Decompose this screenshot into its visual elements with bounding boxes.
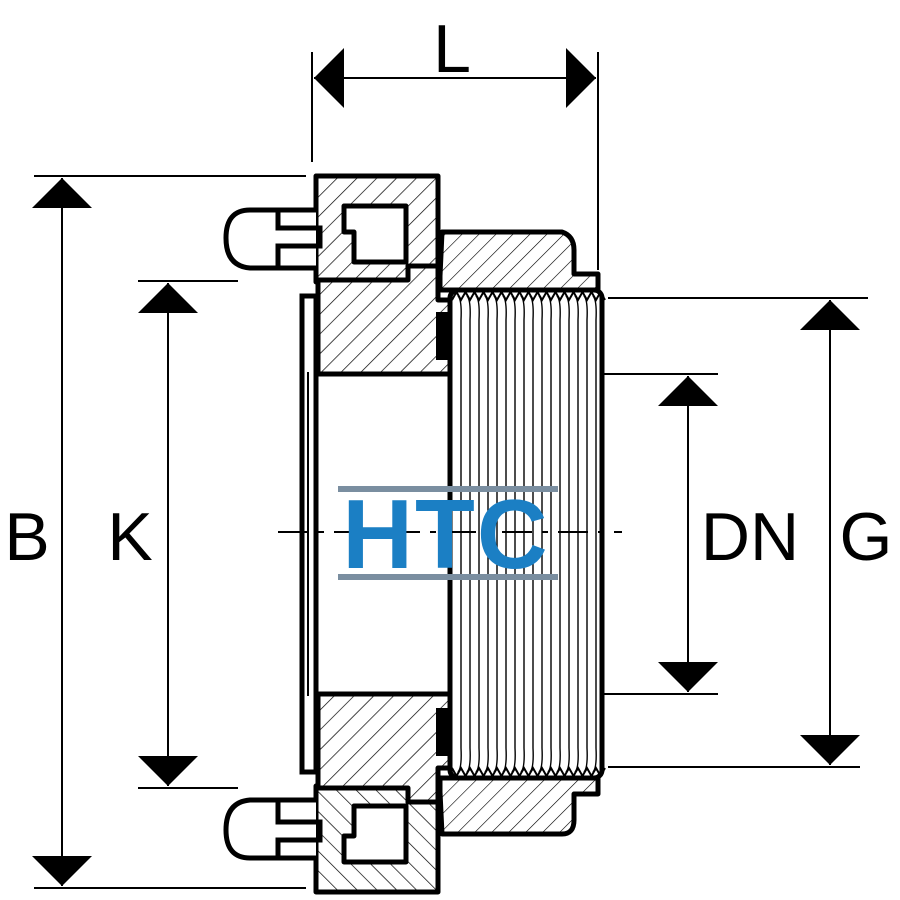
label-l: L [433, 11, 471, 87]
body-section-bottom [315, 691, 601, 837]
thread-region [447, 287, 606, 781]
logo-text: HTC [342, 479, 549, 589]
label-b: B [4, 499, 49, 575]
thread-crest [451, 289, 606, 303]
extension-lines [34, 52, 868, 889]
body-section-top [315, 229, 601, 377]
label-k: K [107, 499, 152, 575]
dimension-lines [32, 48, 860, 886]
seal-face [299, 293, 319, 775]
logo-stripe-bottom [338, 574, 558, 580]
label-dn: DN [701, 499, 799, 575]
htc-logo: HTC [338, 479, 558, 589]
logo-stripe-top [338, 486, 558, 492]
thread-crest [451, 765, 606, 779]
label-g: G [840, 499, 893, 575]
